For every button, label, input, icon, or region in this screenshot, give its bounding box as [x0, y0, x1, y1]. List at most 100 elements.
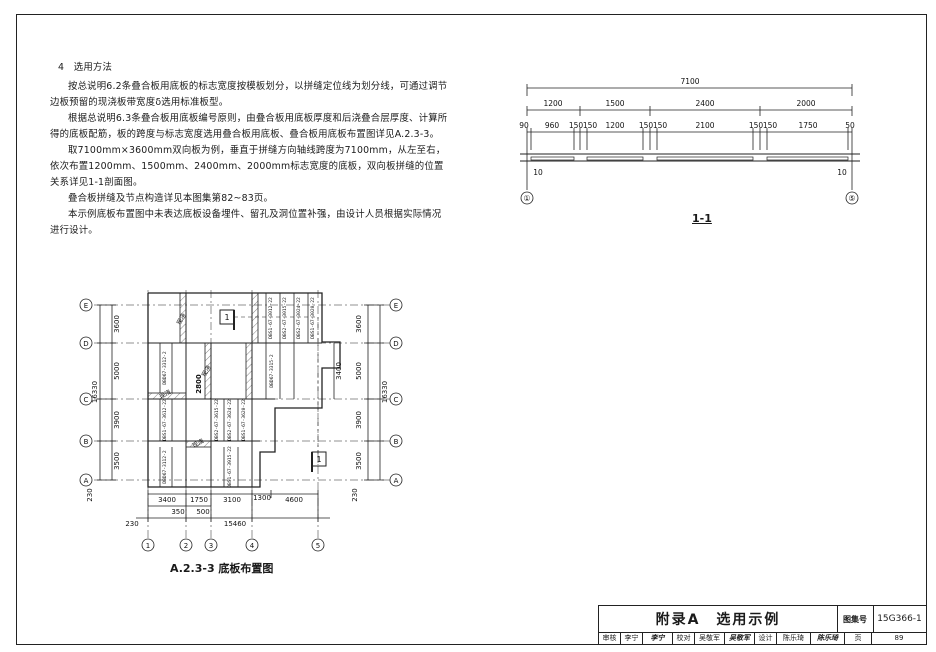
paragraph-2: 根据总说明6.3条叠合板用底板编号原则，由叠合板用底板厚度和后浇叠合层厚度、计算…: [50, 113, 448, 140]
section-mark-bottom: 1: [316, 455, 321, 464]
bottom-dim-5: 4600: [285, 496, 303, 504]
plan-caption: A.2.3-3 底板布置图: [170, 562, 274, 575]
paragraph-4: 叠合板拼缝及节点构造详见本图集第82~83页。: [68, 193, 274, 204]
inner-dim-3400: 3400: [335, 362, 343, 380]
atlas-number: 15G366-1: [877, 614, 922, 624]
panel-code-1: DBS1-67-3012-22: [268, 297, 274, 339]
page-label: 页: [845, 632, 872, 644]
left-dim-2: 5000: [113, 362, 121, 380]
section-detail-7: 150: [653, 121, 668, 130]
title-block-top-row: 附录A 选用示例 图集号 15G366-1: [599, 606, 926, 633]
axis-bubble-5: 5: [316, 542, 320, 550]
section-detail-5: 1200: [605, 121, 624, 130]
designer-signature: 陈乐琦: [811, 632, 845, 644]
paragraph-1: 按总说明6.2条叠合板用底板的标志宽度按模板划分，以拼缝定位线为划分线，可通过调…: [50, 81, 448, 108]
section-detail-10: 150: [763, 121, 778, 130]
axis-bubble-D-right: D: [393, 340, 398, 348]
title-block: 附录A 选用示例 图集号 15G366-1 审核 李宁 李宁 校对 吴敬军 吴敬…: [598, 605, 927, 645]
panel-code-3: DBS2-67-3024-22: [296, 297, 302, 339]
bottom-total-dim: 15460: [224, 520, 246, 528]
axis-bubble-A-right: A: [394, 477, 399, 485]
designer-name: 陈乐琦: [777, 632, 811, 644]
proofread-label: 校对: [673, 632, 695, 644]
panel-code-9: DBS2-67-3624-22: [227, 399, 233, 441]
panel-code-12: DBS1-67-3915-22: [227, 446, 233, 488]
section-detail-12: 50: [845, 121, 855, 130]
section-end-right: 10: [837, 168, 847, 177]
axis-bubble-1: 1: [146, 542, 150, 550]
section-width-2: 1500: [605, 99, 624, 108]
reviewer-signature: 李宁: [643, 632, 673, 644]
axis-bubble-B-right: B: [394, 438, 399, 446]
title-block-signature-row: 审核 李宁 李宁 校对 吴敬军 吴敬军 设计 陈乐琦 陈乐琦 页 89: [599, 632, 926, 644]
floor-plan: [79, 290, 403, 552]
section-detail-9: 150: [749, 121, 764, 130]
section-detail-11: 1750: [798, 121, 817, 130]
proofreader-signature: 吴敬军: [725, 632, 755, 644]
left-dim-1: 3600: [113, 315, 121, 333]
section-end-left: 10: [533, 168, 543, 177]
section-detail-3: 150: [569, 121, 584, 130]
bottom-dim-1: 3400: [158, 496, 176, 504]
axis-bubble-D: D: [83, 340, 88, 348]
bottom-dim-3: 3100: [223, 496, 241, 504]
section-mark-top: 1: [224, 313, 229, 322]
section-detail-4: 150: [583, 121, 598, 130]
proofreader-name: 吴敬军: [695, 632, 725, 644]
left-total-dim: 16330: [91, 381, 99, 403]
review-label: 审核: [599, 632, 621, 644]
bottom-edge-dim: 230: [125, 520, 138, 528]
section-heading: 4 选用方法: [58, 62, 113, 73]
panel-code-7: DBS1-67-3612-22: [162, 399, 168, 441]
bottom-dim-350: 350: [171, 508, 184, 516]
section-caption: 1-1: [692, 212, 712, 225]
panel-code-6: DBD67-3315-2: [269, 354, 275, 387]
axis-bubble-A: A: [84, 477, 89, 485]
axis-bubble-E: E: [84, 302, 88, 310]
section-1-1: [520, 84, 860, 205]
axis-bubble-2: 2: [184, 542, 188, 550]
drawing-frame: [16, 14, 927, 645]
page-number: 89: [894, 634, 904, 642]
axis-bubble-C: C: [84, 396, 89, 404]
axis-bubble-B: B: [84, 438, 89, 446]
selection-method-text: 4 选用方法 按总说明6.2条叠合板用底板的标志宽度按模板划分，以拼缝定位线为划…: [50, 60, 450, 239]
left-dim-3: 3900: [113, 411, 121, 429]
paragraph-3: 取7100mm×3600mm双向板为例，垂直于拼缝方向轴线跨度为7100mm，从…: [50, 145, 446, 188]
left-edge-dim: 230: [86, 488, 94, 501]
reviewer-name: 李宁: [621, 632, 643, 644]
section-detail-6: 150: [639, 121, 654, 130]
panel-code-11: DBD67-3112-2: [162, 450, 168, 483]
section-axis-left: ①: [523, 194, 530, 203]
left-dim-4: 3500: [113, 452, 121, 470]
sheet-title: 附录A 选用示例: [599, 606, 838, 632]
right-dim-3: 3900: [355, 411, 363, 429]
design-label: 设计: [755, 632, 777, 644]
section-detail-2: 960: [545, 121, 560, 130]
panel-code-8: DBS2-67-3615-22: [214, 399, 220, 441]
panel-code-4: DBS1-67-3020-22: [310, 297, 316, 339]
paragraph-5: 本示例底板布置图中未表达底板设备埋件、留孔及洞位置补强，由设计人员根据实际情况进…: [50, 209, 442, 236]
hatch-label-4: 现浇: [191, 437, 205, 450]
section-overall-dim: 7100: [680, 77, 699, 86]
right-dim-4: 3500: [355, 452, 363, 470]
bottom-dim-4: 1300: [253, 494, 271, 502]
section-width-4: 2000: [796, 99, 815, 108]
inner-dim-2800: 2800: [195, 374, 203, 394]
section-width-1: 1200: [543, 99, 562, 108]
bottom-dim-2: 1750: [190, 496, 208, 504]
right-dim-1: 3600: [355, 315, 363, 333]
atlas-number-label: 图集号: [837, 606, 874, 632]
axis-bubble-4: 4: [250, 542, 255, 550]
bottom-dim-500: 500: [196, 508, 209, 516]
panel-code-2: DBS2-67-3015-22: [282, 297, 288, 339]
axis-bubble-E-right: E: [394, 302, 398, 310]
section-width-3: 2400: [695, 99, 714, 108]
axis-bubble-C-right: C: [394, 396, 399, 404]
right-edge-dim: 230: [351, 488, 359, 501]
section-detail-1: 90: [519, 121, 529, 130]
section-detail-8: 2100: [695, 121, 714, 130]
right-dim-2: 5000: [355, 362, 363, 380]
right-total-dim: 16330: [381, 381, 389, 403]
